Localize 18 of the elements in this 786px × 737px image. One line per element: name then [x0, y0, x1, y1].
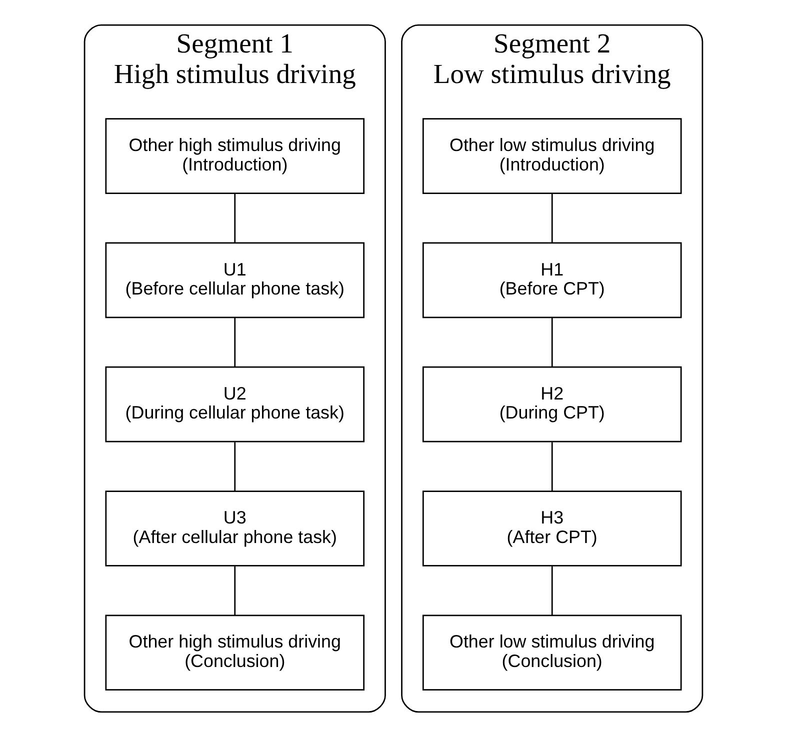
- connector: [234, 566, 236, 616]
- node-box: H1 (Before CPT): [422, 242, 682, 318]
- node-box: U2 (During cellular phone task): [104, 366, 364, 442]
- node-box: Other high stimulus driving (Introduction): [104, 118, 364, 194]
- connector: [234, 194, 236, 243]
- node-box: Other high stimulus driving (Conclusion): [104, 614, 364, 691]
- connector: [550, 194, 552, 243]
- connector: [550, 442, 552, 492]
- node-box: U3 (After cellular phone task): [104, 490, 364, 566]
- node-box: U1 (Before cellular phone task): [104, 242, 364, 318]
- connector: [234, 318, 236, 367]
- connector: [550, 318, 552, 367]
- connector: [234, 442, 236, 492]
- node-box: H2 (During CPT): [422, 366, 682, 442]
- node-box: Other low stimulus driving (Conclusion): [422, 614, 682, 691]
- node-box: Other low stimulus driving (Introduction): [422, 118, 682, 194]
- node-box: H3 (After CPT): [422, 490, 682, 566]
- connector: [550, 566, 552, 616]
